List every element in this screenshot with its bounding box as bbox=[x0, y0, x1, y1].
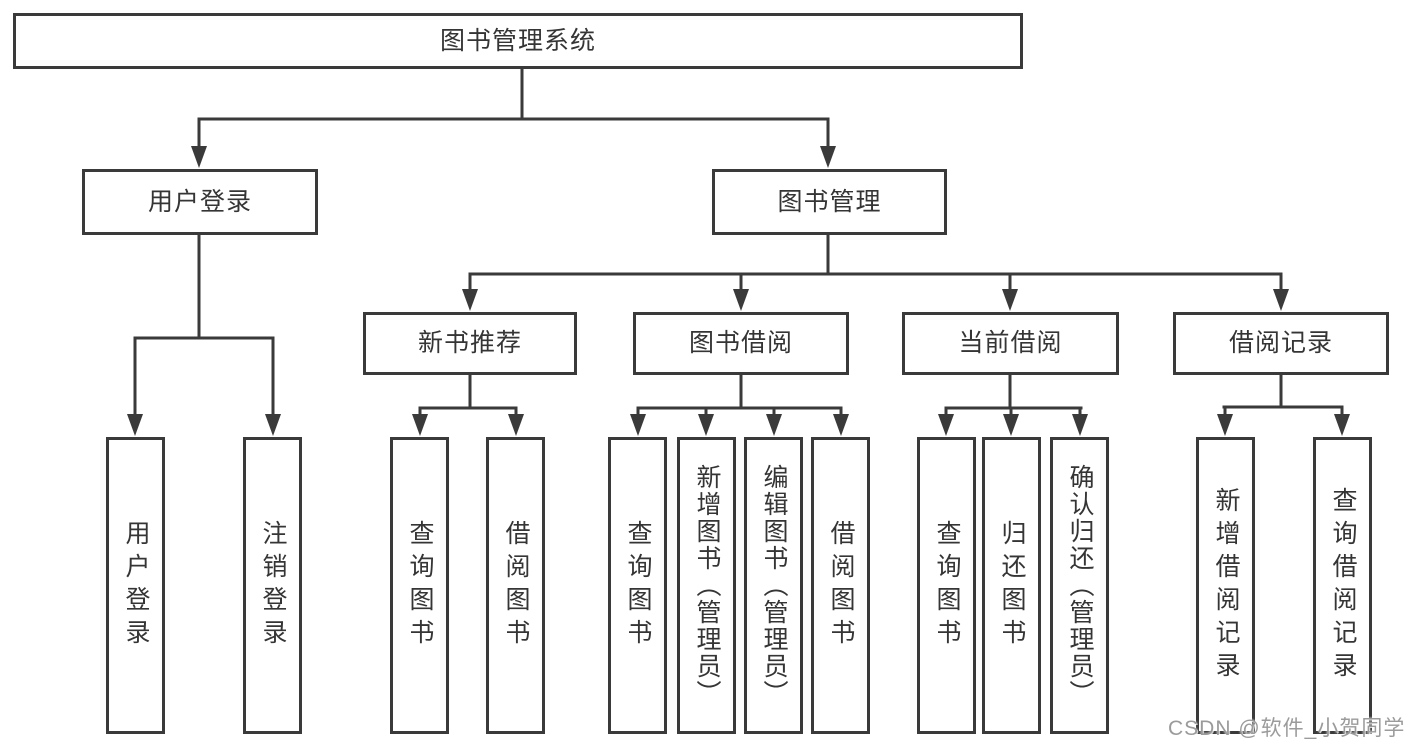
leaf-query-books-current-label: 查询图书 bbox=[933, 519, 961, 652]
node-user-login: 用户登录 bbox=[82, 169, 318, 235]
leaf-return-books: 归还图书 bbox=[982, 437, 1041, 734]
node-current-borrowing-label: 当前借阅 bbox=[958, 329, 1063, 357]
leaf-add-borrow-record: 新增借阅记录 bbox=[1196, 437, 1255, 734]
node-current-borrowing: 当前借阅 bbox=[902, 312, 1119, 375]
leaf-user-login: 用户登录 bbox=[106, 437, 165, 734]
node-root-label: 图书管理系统 bbox=[439, 26, 596, 55]
leaf-query-borrow-record: 查询借阅记录 bbox=[1313, 437, 1372, 734]
node-book-borrowing: 图书借阅 bbox=[633, 312, 849, 375]
node-new-book-recommendation: 新书推荐 bbox=[363, 312, 577, 375]
node-book-management: 图书管理 bbox=[712, 169, 947, 235]
leaf-add-book-admin-label: 新增图书（管理员） bbox=[693, 464, 721, 707]
leaf-query-books-borrowing: 查询图书 bbox=[608, 437, 667, 734]
leaf-borrow-books-borrowing: 借阅图书 bbox=[811, 437, 870, 734]
leaf-query-books-current: 查询图书 bbox=[917, 437, 976, 734]
leaf-add-borrow-record-label: 新增借阅记录 bbox=[1212, 486, 1240, 685]
node-new-book-recommendation-label: 新书推荐 bbox=[417, 329, 522, 357]
leaf-borrow-books-recommend: 借阅图书 bbox=[486, 437, 545, 734]
leaf-edit-book-admin-label: 编辑图书（管理员） bbox=[760, 464, 788, 707]
node-borrow-records-label: 借阅记录 bbox=[1228, 329, 1333, 357]
leaf-confirm-return-admin: 确认归还（管理员） bbox=[1050, 437, 1109, 734]
node-user-login-label: 用户登录 bbox=[147, 187, 252, 216]
leaf-user-login-label: 用户登录 bbox=[122, 519, 150, 652]
leaf-confirm-return-admin-label: 确认归还（管理员） bbox=[1066, 464, 1094, 707]
leaf-borrow-books-borrowing-label: 借阅图书 bbox=[827, 519, 855, 652]
node-borrow-records: 借阅记录 bbox=[1173, 312, 1389, 375]
node-root: 图书管理系统 bbox=[13, 13, 1023, 69]
leaf-logout: 注销登录 bbox=[243, 437, 302, 734]
leaf-logout-label: 注销登录 bbox=[259, 519, 287, 652]
leaf-query-books-recommend: 查询图书 bbox=[390, 437, 449, 734]
leaf-query-borrow-record-label: 查询借阅记录 bbox=[1329, 486, 1357, 685]
leaf-borrow-books-recommend-label: 借阅图书 bbox=[502, 519, 530, 652]
leaf-query-books-recommend-label: 查询图书 bbox=[406, 519, 434, 652]
leaf-query-books-borrowing-label: 查询图书 bbox=[624, 519, 652, 652]
leaf-edit-book-admin: 编辑图书（管理员） bbox=[744, 437, 803, 734]
node-book-management-label: 图书管理 bbox=[777, 187, 882, 216]
leaf-add-book-admin: 新增图书（管理员） bbox=[677, 437, 736, 734]
leaf-return-books-label: 归还图书 bbox=[998, 519, 1026, 652]
node-book-borrowing-label: 图书借阅 bbox=[688, 329, 793, 357]
csdn-watermark: CSDN @软件_小贺同学 bbox=[1168, 717, 1405, 740]
